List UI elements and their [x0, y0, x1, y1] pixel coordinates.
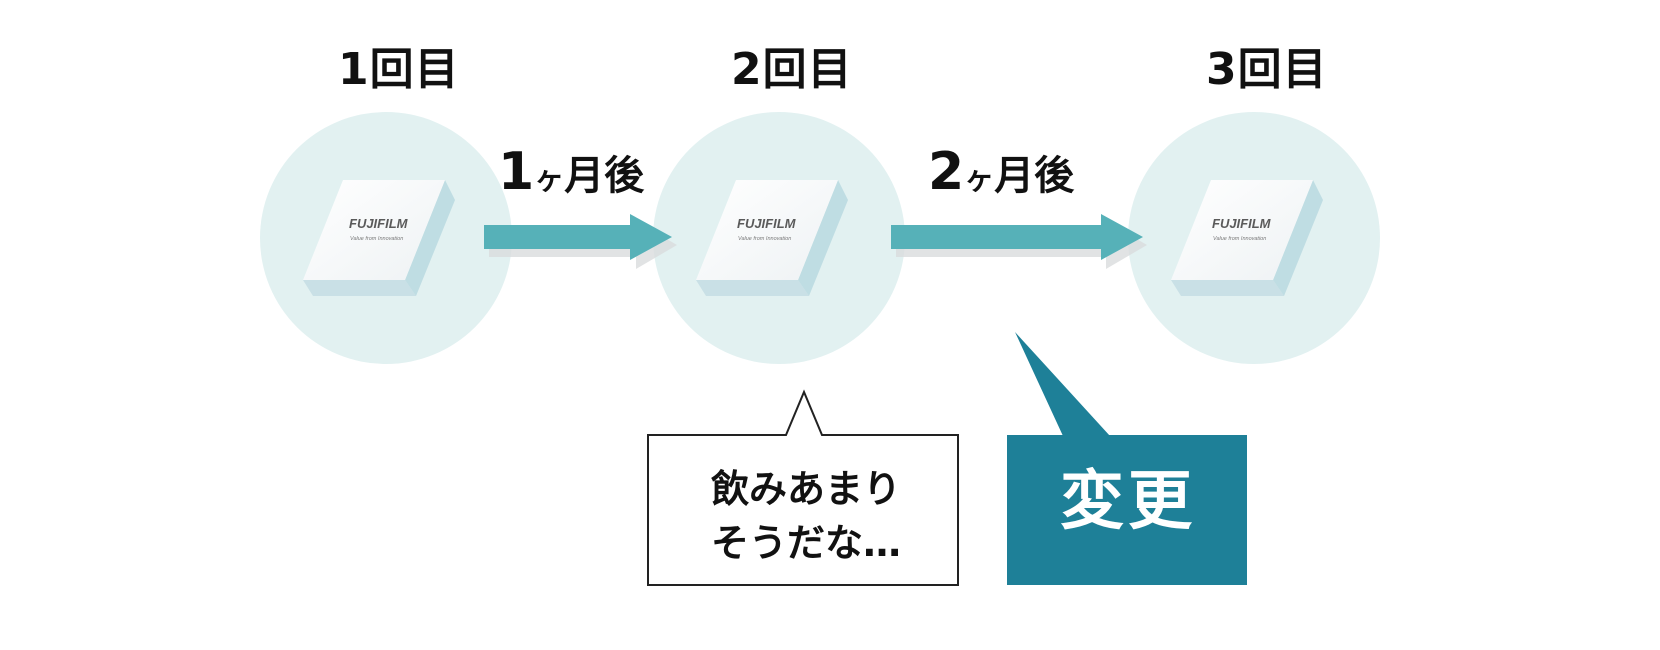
- brand-tagline-1: Value from Innovation: [350, 236, 403, 242]
- speech-bubble: [647, 389, 959, 586]
- speech-text: 飲みあまり そうだな…: [650, 462, 962, 570]
- brand-logo-3: FUJIFILM: [1212, 216, 1272, 231]
- brand-logo-2: FUJIFILM: [737, 216, 797, 231]
- product-box-1: FUJIFILM Value from Innovation: [303, 180, 455, 296]
- speech-line-2: そうだな…: [710, 521, 901, 565]
- interval-2-counter: ヶ: [964, 162, 995, 197]
- speech-line-1: 飲みあまり: [710, 467, 901, 511]
- interval-2-number: 2: [928, 142, 965, 202]
- step-label-2: 2回目: [731, 44, 853, 95]
- change-callout: [1007, 332, 1247, 585]
- product-box-2: FUJIFILM Value from Innovation: [696, 180, 848, 296]
- brand-tagline-3: Value from Innovation: [1213, 236, 1266, 242]
- interval-label-1: 1ヶ月後: [498, 146, 644, 198]
- arrow-1: [484, 214, 677, 269]
- change-label: 変更: [1060, 465, 1196, 539]
- brand-tagline-2: Value from Innovation: [738, 236, 791, 242]
- interval-label-2: 2ヶ月後: [928, 146, 1074, 198]
- arrow-2: [891, 214, 1147, 269]
- interval-2-unit: 月後: [994, 153, 1075, 199]
- interval-1-unit: 月後: [564, 153, 645, 199]
- step-label-1: 1回目: [338, 44, 460, 95]
- brand-logo-1: FUJIFILM: [349, 216, 409, 231]
- interval-1-counter: ヶ: [534, 162, 565, 197]
- step-label-3: 3回目: [1206, 44, 1328, 95]
- product-box-3: FUJIFILM Value from Innovation: [1171, 180, 1323, 296]
- interval-1-number: 1: [498, 142, 535, 202]
